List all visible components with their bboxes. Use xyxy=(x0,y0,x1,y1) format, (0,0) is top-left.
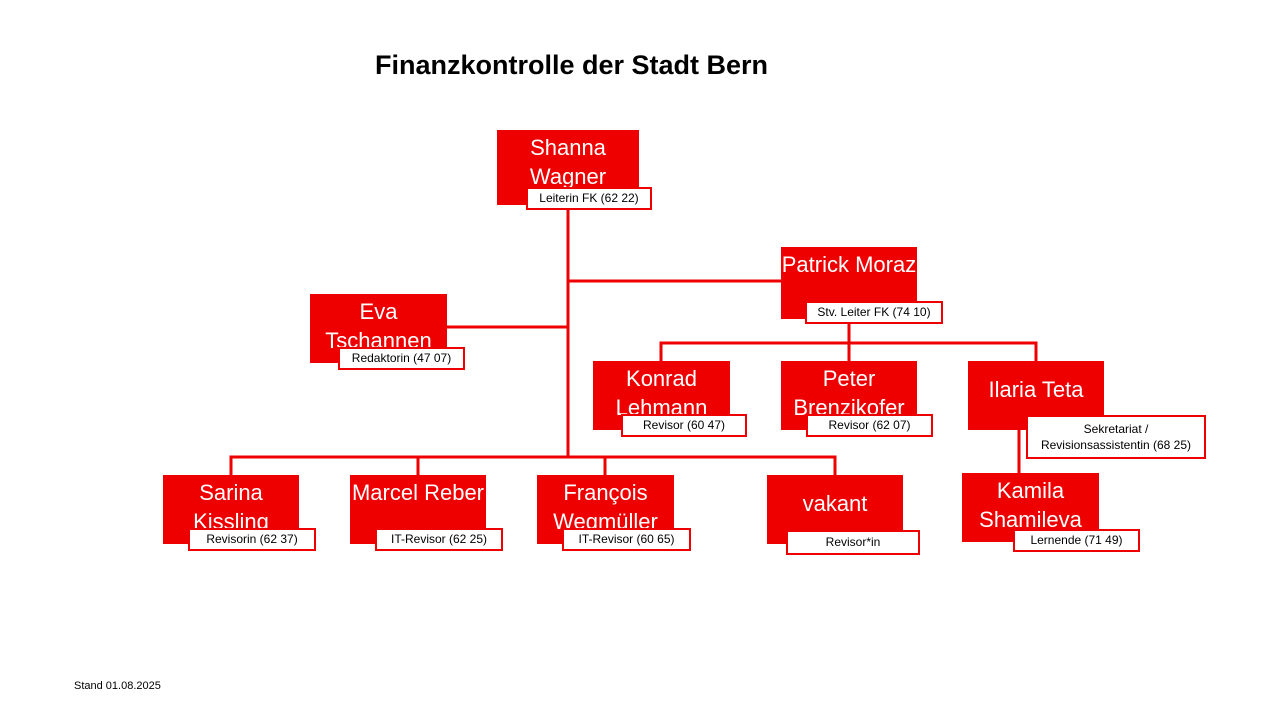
role-tag: Leiterin FK (62 22) xyxy=(526,187,652,210)
node-name: Shanna Wagner xyxy=(529,135,607,189)
node-name: Ilaria Teta xyxy=(988,377,1084,402)
role-tag: IT-Revisor (62 25) xyxy=(375,528,503,551)
role-tag: Lernende (71 49) xyxy=(1013,529,1140,552)
role-tag: Redaktorin (47 07) xyxy=(338,347,465,370)
node-name: Patrick Moraz xyxy=(781,252,917,277)
node-name: Kamila Shamileva xyxy=(979,478,1082,532)
role-tag: Sekretariat / Revisionsassistentin (68 2… xyxy=(1026,415,1206,459)
node-name: Eva Tschannen xyxy=(325,299,432,353)
node-name: Konrad Lehmann xyxy=(615,366,708,420)
date-stamp: Stand 01.08.2025 xyxy=(74,680,161,692)
role-tag: Revisor*in xyxy=(786,530,920,555)
role-tag: Revisor (62 07) xyxy=(806,414,933,437)
role-tag: IT-Revisor (60 65) xyxy=(562,528,691,551)
role-tag: Revisor (60 47) xyxy=(621,414,747,437)
node-name: Sarina Kissling xyxy=(193,480,269,534)
node-name: François Wegmüller xyxy=(553,480,658,534)
node-name: Marcel Reber xyxy=(351,480,485,505)
page-title: Finanzkontrolle der Stadt Bern xyxy=(375,50,769,80)
node-name: vakant xyxy=(802,491,868,516)
role-tag: Stv. Leiter FK (74 10) xyxy=(805,301,943,324)
node-name: Peter Brenzikofer xyxy=(793,366,905,420)
role-tag: Revisorin (62 37) xyxy=(188,528,316,551)
